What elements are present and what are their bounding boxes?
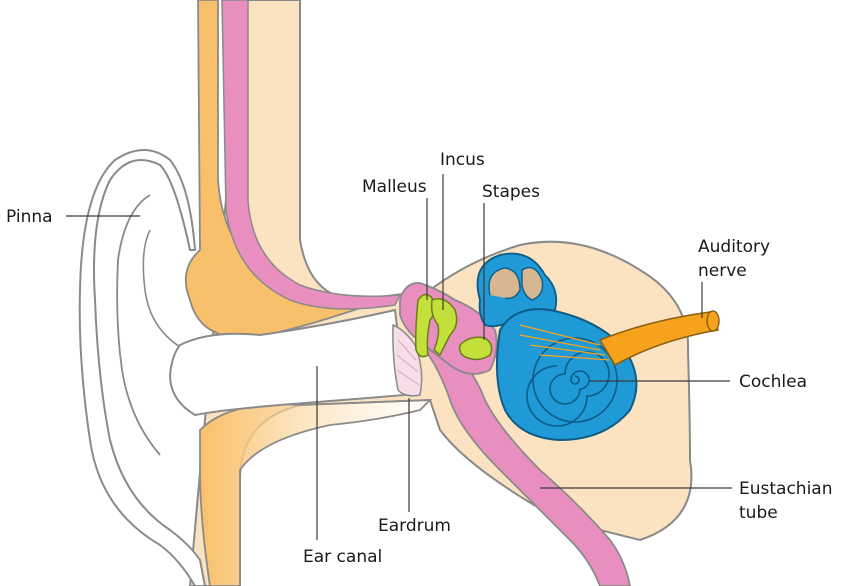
ear-canal-label: Ear canal xyxy=(303,547,382,567)
canal-lining-upper xyxy=(222,0,400,309)
stapes-label: Stapes xyxy=(482,182,540,202)
cochlea-label: Cochlea xyxy=(739,372,807,392)
eustachian-label-line1: Eustachian xyxy=(739,479,833,499)
auditory-nerve-label-line1: Auditory xyxy=(698,237,770,257)
eustachian-label-line2: tube xyxy=(739,503,778,523)
stapes-bone xyxy=(460,337,492,359)
pinna-inner-fold xyxy=(117,195,160,455)
auditory-nerve-label-line2: nerve xyxy=(698,261,747,281)
malleus-label: Malleus xyxy=(362,177,427,197)
pinna-label: Pinna xyxy=(6,207,53,227)
auditory-nerve-end xyxy=(707,311,719,331)
eardrum-label: Eardrum xyxy=(378,516,451,536)
incus-label: Incus xyxy=(440,150,485,170)
pinna-antihelix xyxy=(143,230,185,350)
